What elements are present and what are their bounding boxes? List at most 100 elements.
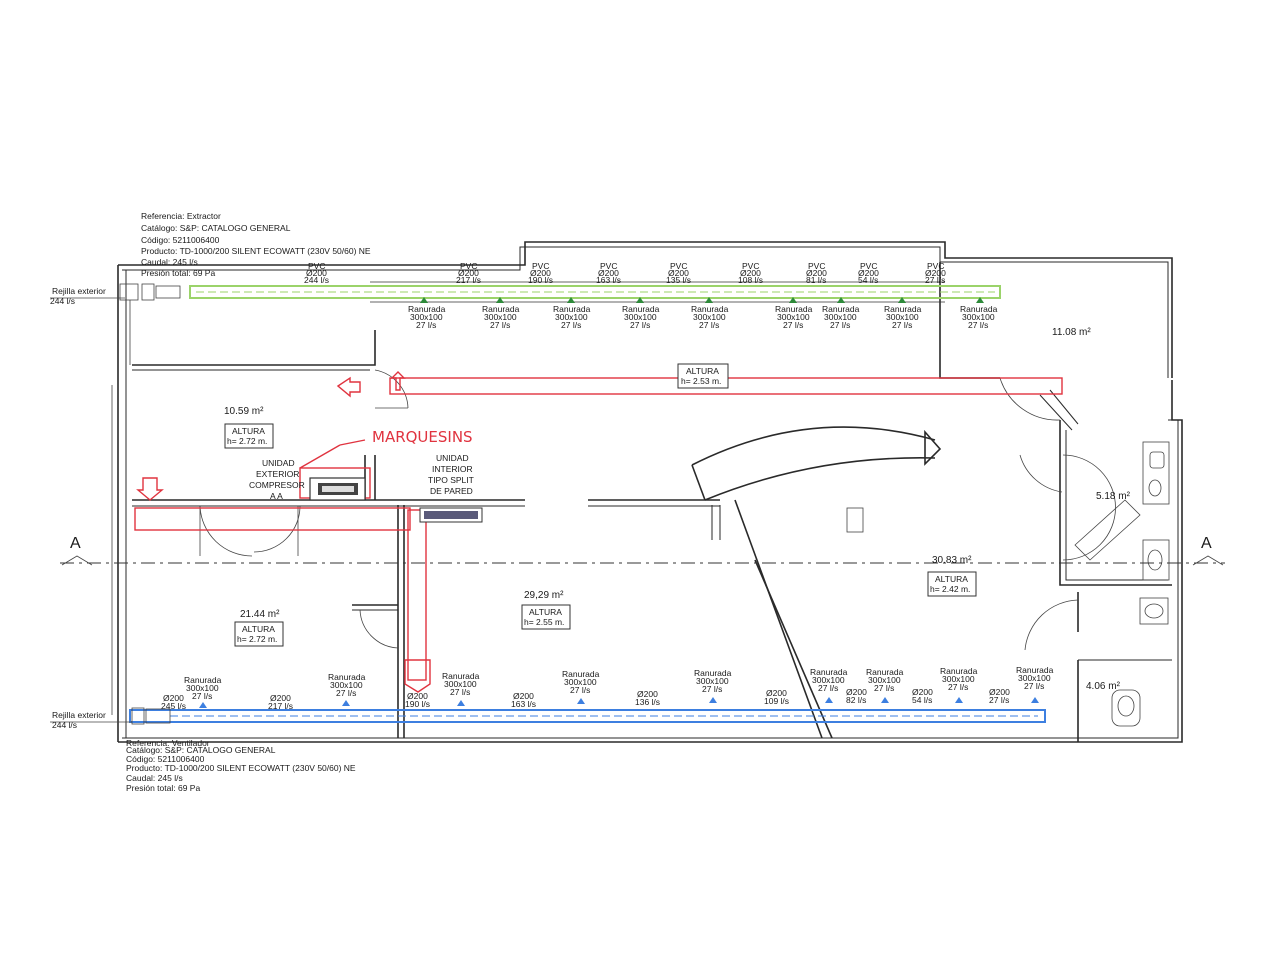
slot-arrow-icon [825, 697, 833, 703]
duct-flow: 135 l/s [666, 275, 691, 285]
slot-name: Ranurada [553, 304, 591, 314]
height-value: h= 2.53 m. [681, 376, 721, 386]
section-line: A A [60, 535, 1225, 566]
unit-line: COMPRESOR [249, 480, 305, 490]
area-label: 30.83 m² [932, 555, 972, 566]
extractor-line: Catálogo: S&P: CATALOGO GENERAL [141, 223, 291, 233]
slot-size: 300x100 [1018, 673, 1051, 683]
height-value: h= 2.72 m. [237, 634, 277, 644]
slot-label: Ranurada 300x100 27 l/s [694, 668, 732, 703]
ventilator-line: Catálogo: S&P: CATALOGO GENERAL [126, 745, 276, 755]
unit-line: UNIDAD [262, 458, 295, 468]
slot-label: Ranurada 300x100 27 l/s [562, 669, 600, 704]
slot-label: Ranurada 300x100 27 l/s [884, 297, 922, 330]
height-box-center: ALTURA h= 2.55 m. [521, 604, 571, 630]
slot-name: Ranurada [622, 304, 660, 314]
duct-flow: 54 l/s [858, 275, 878, 285]
duct-flow: 81 l/s [806, 275, 826, 285]
slot-label: Ranurada 300x100 27 l/s [328, 672, 366, 706]
supply-duct [119, 281, 1001, 303]
extractor-line: Producto: TD-1000/200 SILENT ECOWATT (23… [141, 246, 371, 256]
slot-arrow-icon [976, 297, 984, 303]
duct-flow: 163 l/s [596, 275, 621, 285]
slot-name: Ranurada [691, 304, 729, 314]
duct-diameter: Ø200 [668, 268, 689, 278]
slot-flow: 27 l/s [968, 320, 988, 330]
duct-label: Ø200 136 l/s [635, 689, 660, 707]
slot-arrow-icon [420, 297, 428, 303]
slot-flow: 27 l/s [892, 320, 912, 330]
duct-diameter: Ø200 [806, 268, 827, 278]
unit-line: INTERIOR [432, 464, 473, 474]
slot-arrow-icon [567, 297, 575, 303]
duct-diameter: Ø200 [163, 693, 184, 703]
slot-flow: 27 l/s [561, 320, 581, 330]
duct-material: PVC [808, 261, 825, 271]
unit-line: TIPO SPLIT [428, 475, 474, 485]
slot-label: Ranurada 300x100 27 l/s [822, 297, 860, 330]
slot-name: Ranurada [1016, 665, 1054, 675]
slot-name: Ranurada [482, 304, 520, 314]
ac-units [309, 477, 483, 523]
duct-label: PVC Ø200 81 l/s [806, 261, 827, 285]
height-title: ALTURA [935, 574, 968, 584]
slot-size: 300x100 [410, 312, 443, 322]
height-title: ALTURA [242, 624, 275, 634]
slot-label: Ranurada 300x100 27 l/s [553, 297, 591, 330]
duct-diameter: Ø200 [598, 268, 619, 278]
duct-diameter: Ø200 [989, 687, 1010, 697]
height-value: h= 2.55 m. [524, 617, 564, 627]
duct-diameter: Ø200 [925, 268, 946, 278]
duct-label: Ø200 217 l/s [268, 693, 293, 711]
slot-name: Ranurada [694, 668, 732, 678]
duct-label: PVC Ø200 135 l/s [666, 261, 691, 285]
slot-size: 300x100 [962, 312, 995, 322]
marquesina-handwriting: MARQUESINS [372, 428, 473, 446]
duct-material: PVC [742, 261, 759, 271]
duct-flow: 108 l/s [738, 275, 763, 285]
duct-material: PVC [600, 261, 617, 271]
top-duct-labels: PVC Ø200 244 l/s PVC Ø200 217 l/s PVC Ø2… [304, 261, 946, 285]
slot-size: 300x100 [330, 680, 363, 690]
unit-line: UNIDAD [436, 453, 469, 463]
slot-size: 300x100 [555, 312, 588, 322]
duct-diameter: Ø200 [270, 693, 291, 703]
room-areas: 11.08 m² 10.59 m² 29,29 m² 21.44 m² 30.8… [224, 327, 1131, 692]
slot-name: Ranurada [562, 669, 600, 679]
height-value: h= 2.42 m. [930, 584, 970, 594]
slot-flow: 27 l/s [783, 320, 803, 330]
duct-label: PVC Ø200 163 l/s [596, 261, 621, 285]
slot-name: Ranurada [775, 304, 813, 314]
rejilla-top-flow: 244 l/s [50, 296, 75, 306]
slot-arrow-icon [898, 297, 906, 303]
section-marker-left: A [70, 535, 81, 552]
slot-name: Ranurada [328, 672, 366, 682]
duct-diameter: Ø200 [637, 689, 658, 699]
slot-arrow-icon [199, 702, 207, 708]
duct-flow: 190 l/s [528, 275, 553, 285]
area-label: 10.59 m² [224, 406, 264, 417]
area-label: 21.44 m² [240, 609, 280, 620]
slot-arrow-icon [881, 697, 889, 703]
slot-label: Ranurada 300x100 27 l/s [408, 297, 446, 330]
rejilla-top: Rejilla exterior 244 l/s [50, 286, 125, 306]
extractor-line: Código: 5211006400 [141, 235, 220, 245]
slot-label: Ranurada 300x100 27 l/s [442, 671, 480, 706]
height-title: ALTURA [232, 426, 265, 436]
slot-arrow-icon [837, 297, 845, 303]
area-label: 11.08 m² [1052, 327, 1091, 338]
slot-flow: 27 l/s [699, 320, 719, 330]
duct-label: Ø200 190 l/s [405, 691, 430, 709]
slot-size: 300x100 [824, 312, 857, 322]
duct-label: Ø200 163 l/s [511, 691, 536, 709]
ventilator-line: Producto: TD-1000/200 SILENT ECOWATT (23… [126, 763, 356, 773]
duct-material: PVC [927, 261, 944, 271]
unit-exterior-label: UNIDAD EXTERIOR COMPRESOR A A [249, 458, 305, 501]
slot-size: 300x100 [484, 312, 517, 322]
duct-label: Ø200 109 l/s [764, 688, 789, 706]
slot-arrow-icon [496, 297, 504, 303]
slot-label: Ranurada 300x100 27 l/s [1016, 665, 1054, 703]
height-box-left-bottom: ALTURA h= 2.72 m. [234, 621, 284, 647]
duct-label: PVC Ø200 190 l/s [528, 261, 553, 285]
slot-name: Ranurada [442, 671, 480, 681]
